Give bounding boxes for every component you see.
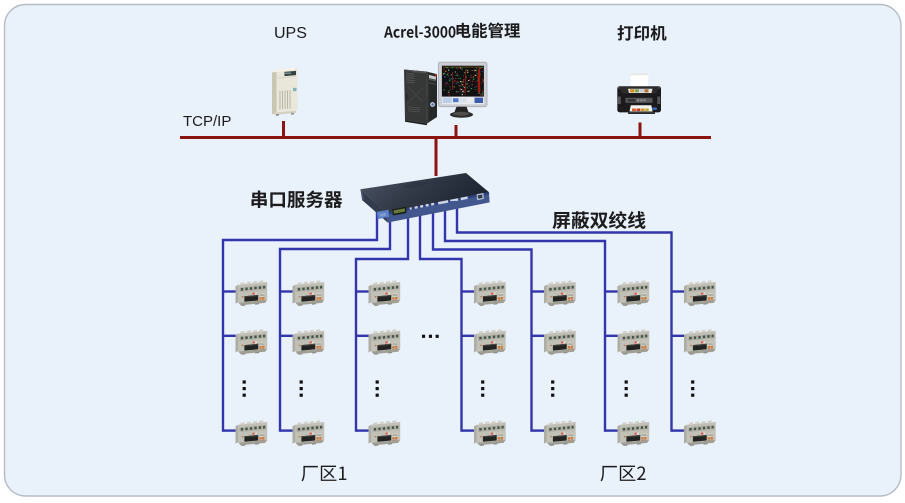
svg-text:UPS: UPS xyxy=(274,25,307,42)
svg-text:TCP/IP: TCP/IP xyxy=(183,113,231,130)
